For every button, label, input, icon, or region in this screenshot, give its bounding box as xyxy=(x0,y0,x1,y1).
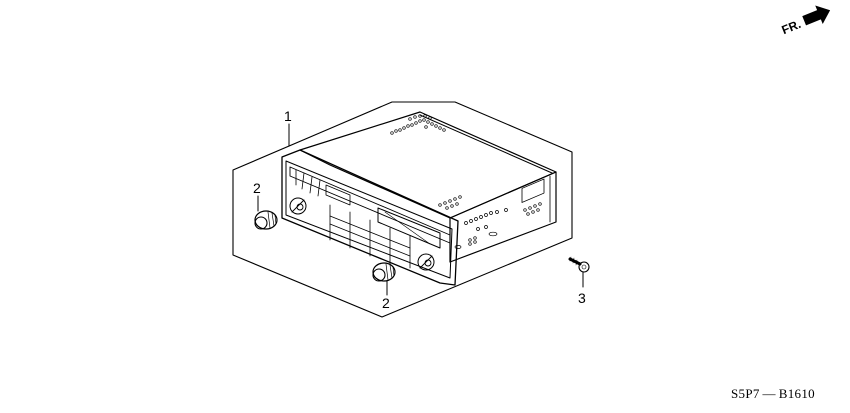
side-holes xyxy=(454,202,542,249)
knob-left: 2 xyxy=(253,180,278,230)
svg-text:2: 2 xyxy=(382,295,390,311)
front-direction-indicator: FR. xyxy=(780,5,831,37)
front-bezel xyxy=(281,149,459,286)
knob-lower: 2 xyxy=(372,262,396,311)
right-control-stem xyxy=(417,253,435,271)
fr-label: FR. xyxy=(780,17,803,37)
radio-unit xyxy=(281,111,557,286)
left-control-stem xyxy=(289,197,307,215)
preset-buttons xyxy=(295,169,411,269)
display-window xyxy=(377,207,441,249)
assembly-boundary xyxy=(232,101,573,318)
arrow-right-up-icon xyxy=(802,5,831,26)
svg-text:1: 1 xyxy=(284,108,292,124)
bolt: 3 xyxy=(568,256,590,306)
top-vent-holes xyxy=(390,114,462,210)
svg-text:3: 3 xyxy=(578,290,586,306)
svg-text:2: 2 xyxy=(253,180,261,196)
diagram-code: S5P7 — B1610 xyxy=(731,386,815,401)
callout-1: 1 xyxy=(284,108,292,147)
